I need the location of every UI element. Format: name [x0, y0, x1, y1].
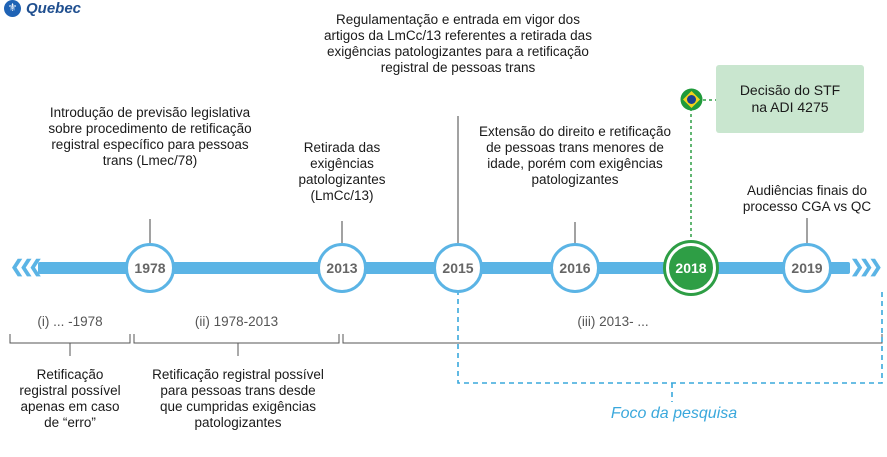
event-2016-text: Extensão do direito e retificação de pes…: [478, 124, 672, 187]
event-2013-text: Retirada das exigências patologizantes (…: [298, 140, 386, 203]
bracket-p1: [9, 334, 131, 344]
bracket-p2: [133, 334, 340, 344]
period-2-label: (ii) 1978-2013: [194, 314, 279, 329]
event-2015-text: Regulamentação e entrada em vigor dos ar…: [324, 12, 592, 75]
period-1-description: Retificação registral possível apenas em…: [19, 367, 121, 430]
event-1978-text: Introdução de previsão legislativa sobre…: [48, 105, 252, 168]
year-node-2018: 2018: [666, 243, 716, 293]
period-1-label: (i) ... -1978: [37, 314, 103, 329]
header-title: Quebec: [26, 0, 82, 17]
brazil-flag-icon: [680, 88, 703, 111]
bracket-p3: [342, 334, 883, 344]
left-arrows-icon: ❮❮❮: [10, 257, 43, 276]
year-node-2019: 2019: [782, 243, 832, 293]
year-node-2016: 2016: [550, 243, 600, 293]
year-node-2013: 2013: [317, 243, 367, 293]
event-2019-text: Audiências finais do processo CGA vs QC: [742, 183, 872, 214]
focus-bracket: [457, 290, 883, 384]
fleur-de-lis-icon: ⚜: [4, 0, 21, 17]
event-2018-text: Decisão do STF na ADI 4275: [739, 82, 841, 115]
period-2-description: Retificação registral possível para pess…: [152, 367, 324, 430]
header: ⚜ Quebec: [4, 0, 81, 17]
right-arrows-icon: ❯❯❯: [850, 257, 883, 276]
stf-decision-box: Decisão do STF na ADI 4275: [716, 65, 864, 133]
focus-label: Foco da pesquisa: [610, 405, 738, 422]
period-3-label: (iii) 2013- ...: [577, 314, 649, 329]
year-node-1978: 1978: [125, 243, 175, 293]
year-node-2015: 2015: [433, 243, 483, 293]
